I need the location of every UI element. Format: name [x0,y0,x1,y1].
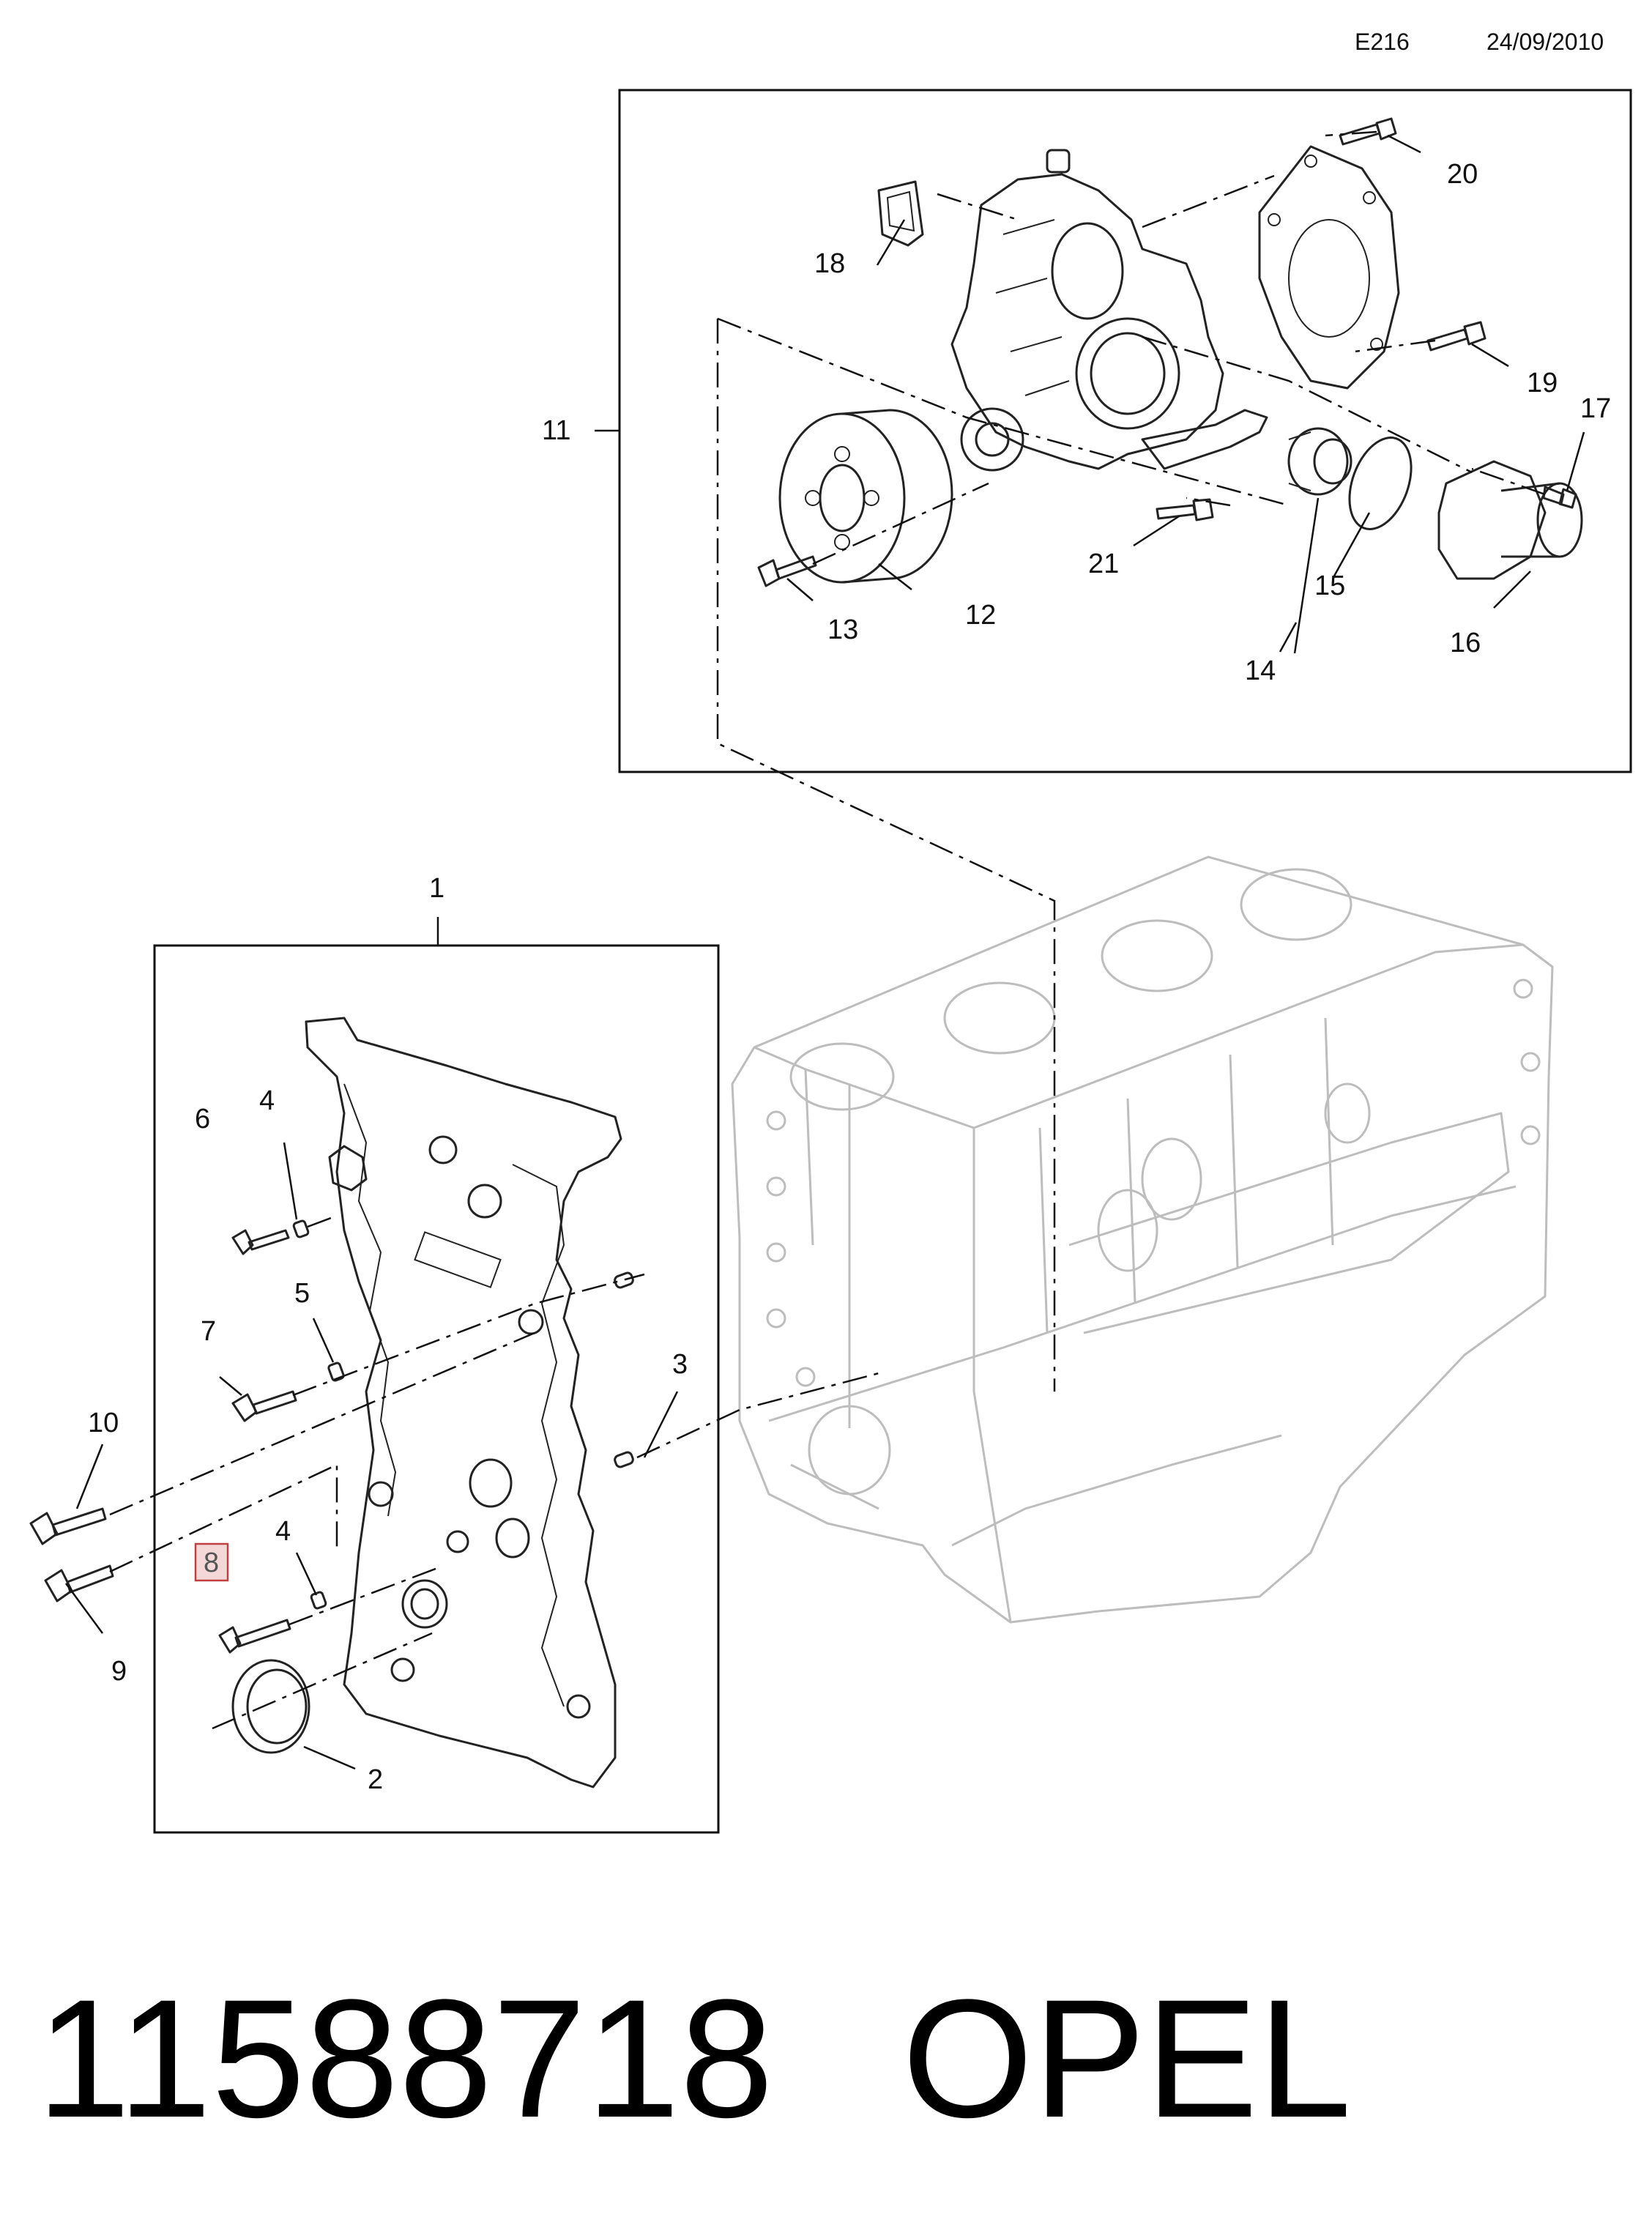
pump-bolts [1156,117,1577,521]
callout-10[interactable]: 10 [88,1408,119,1438]
diagram-date: 24/09/2010 [1487,29,1604,55]
callout-18[interactable]: 18 [814,248,845,279]
callout-14[interactable]: 14 [1245,655,1276,686]
pump-cover-gasket [1258,145,1400,390]
callout-21[interactable]: 21 [1088,549,1119,579]
part-number: 11588718 [37,1964,773,2152]
timing-cover [305,1017,622,1788]
callout-4a[interactable]: 4 [259,1085,275,1116]
callout-3[interactable]: 3 [672,1349,688,1380]
callout-8-highlight [194,1542,229,1582]
callout-4b[interactable]: 4 [275,1516,291,1547]
callout-labels[interactable]: 1 2 3 4 4 5 6 7 8 9 10 11 12 13 14 15 16… [88,159,1611,1795]
callout-7[interactable]: 7 [201,1316,216,1347]
callout-20[interactable]: 20 [1447,159,1478,190]
thermostat [1287,427,1353,496]
pulley [778,409,953,584]
callout-16[interactable]: 16 [1450,628,1481,658]
water-pump-group-frame [618,89,1632,773]
engine-block [731,855,1554,1624]
diagram-code: E216 [1355,29,1410,55]
water-pump-housing [950,149,1268,472]
callout-1[interactable]: 1 [429,873,444,904]
callout-9[interactable]: 9 [111,1656,127,1687]
callout-15[interactable]: 15 [1314,571,1345,601]
crankshaft-seal [231,1659,310,1754]
callout-12[interactable]: 12 [965,600,996,631]
timing-cover-group-frame [153,944,720,1834]
dowel-pins [614,1271,634,1468]
washers [292,1219,345,1610]
callout-2[interactable]: 2 [368,1764,383,1795]
callout-11[interactable]: 11 [542,415,570,446]
callout-13[interactable]: 13 [827,614,858,645]
callout-17[interactable]: 17 [1580,393,1611,424]
pulley-bolt [757,555,817,587]
callout-6[interactable]: 6 [195,1104,210,1134]
callout-8[interactable]: 8 [204,1548,219,1578]
assembly-lines [109,130,1546,1730]
thermostat-seal-ring [1348,437,1413,530]
callout-19[interactable]: 19 [1527,368,1558,398]
brand-name: OPEL [902,1964,1352,2152]
housing-gasket [877,180,924,247]
thermostat-housing [1437,460,1583,580]
leader-lines [64,134,1585,1770]
callout-5[interactable]: 5 [294,1278,310,1309]
